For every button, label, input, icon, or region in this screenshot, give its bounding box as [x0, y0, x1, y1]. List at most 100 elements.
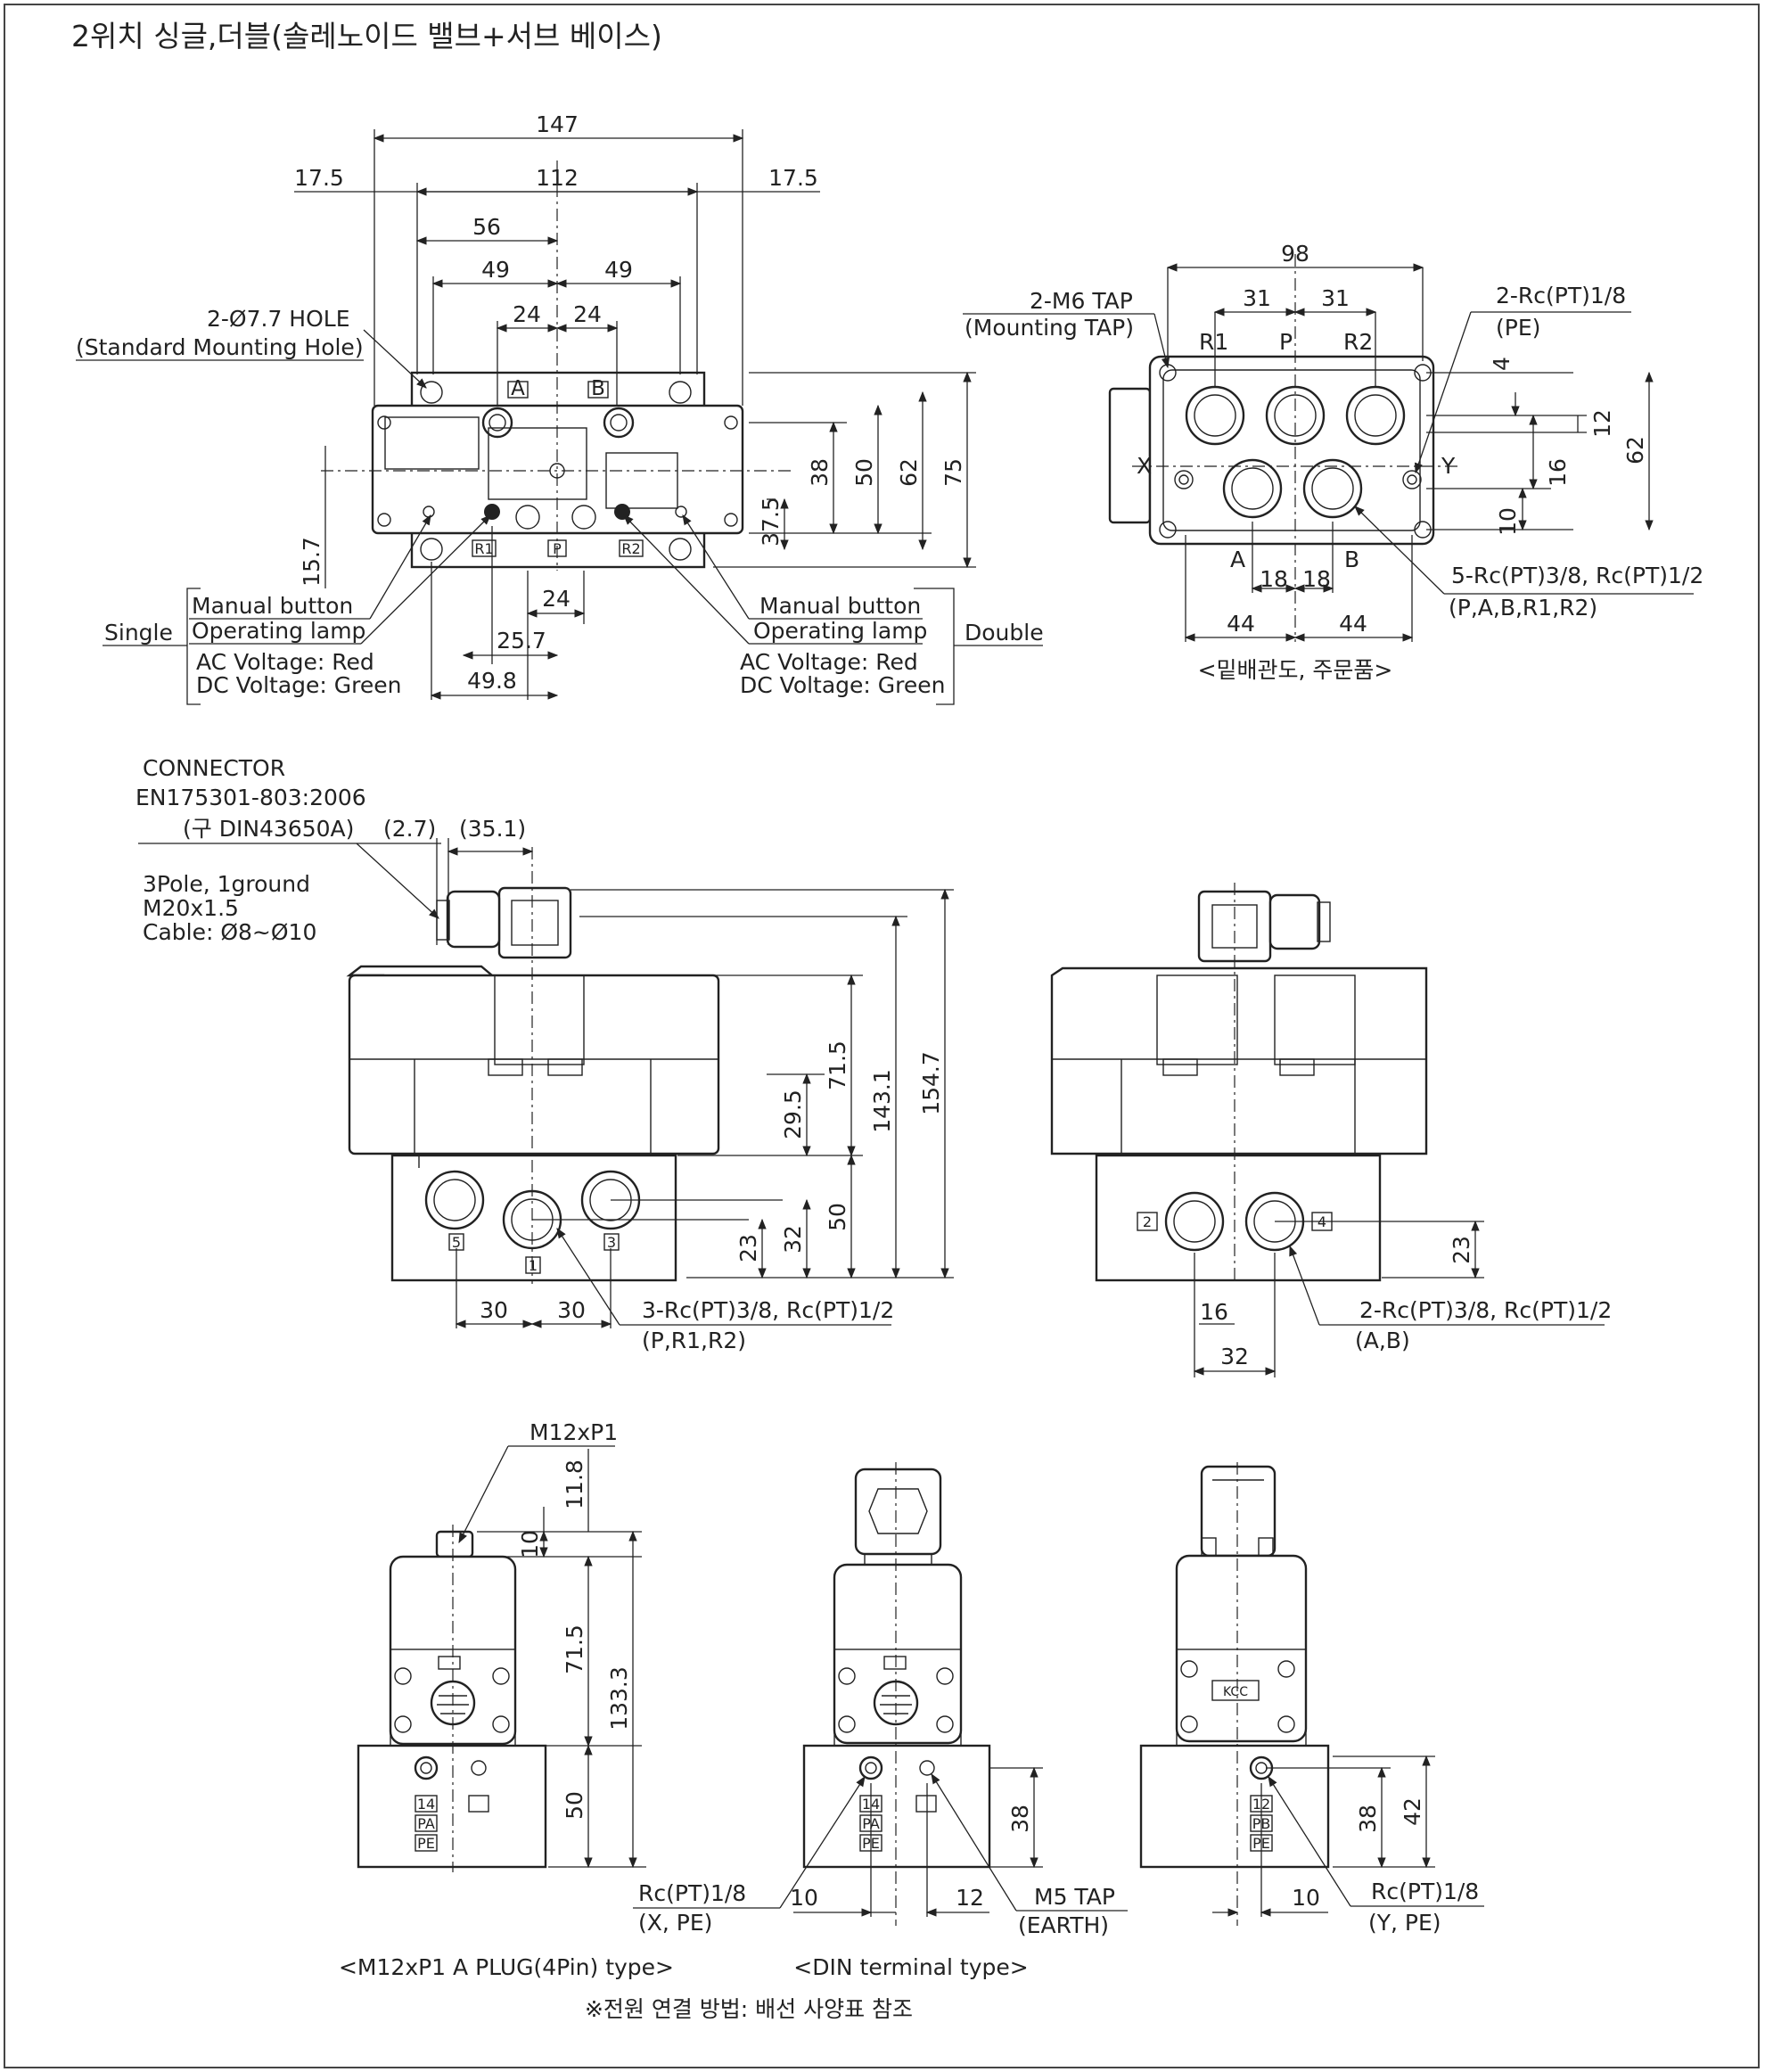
dim-49-left: 49: [481, 257, 510, 283]
pipe-dim-98: 98: [1281, 241, 1309, 267]
pipe-dim-12: 12: [1589, 409, 1615, 438]
front-port-note: 3-Rc(PT)3/8, Rc(PT)1/2: [642, 1297, 894, 1323]
top-view: A B R1 P R2 147 112 17.5 17.5 56 49 49 2…: [76, 111, 1044, 705]
m12-port-pa: PA: [417, 1815, 435, 1832]
cable-line-1: 3Pole, 1ground: [143, 871, 310, 897]
din-dim-10: 10: [790, 1885, 818, 1911]
dim-15-7: 15.7: [299, 537, 324, 587]
tap-label: 2-M6 TAP: [1030, 288, 1133, 314]
dim-24-right: 24: [573, 301, 602, 327]
hole-sublabel: (Standard Mounting Hole): [76, 334, 364, 360]
rear-dim-32: 32: [1220, 1344, 1249, 1369]
right-dim-42: 42: [1400, 1797, 1425, 1826]
front-dim-32: 32: [780, 1225, 806, 1254]
m12-port-14: 14: [417, 1796, 435, 1813]
bottom-piping-view: R1 P R2 X Y A B 98 31 31 4 12 16 10 62: [963, 241, 1703, 683]
single-lamp: Operating lamp: [192, 618, 365, 644]
pipe-dim-4: 4: [1489, 357, 1515, 371]
side-view-right: KCC 12 PB PE 38 42 10 Rc(PT)1/8 (Y, PE): [1139, 1462, 1484, 1936]
footer-note: ※전원 연결 방법: 배선 사양표 참조: [585, 1996, 913, 2022]
m12-dim-71-5: 71.5: [562, 1624, 587, 1674]
pipe-dim-10: 10: [1495, 507, 1521, 536]
cable-line-2: M20x1.5: [143, 895, 239, 921]
dim-24-left: 24: [513, 301, 541, 327]
ports-sublabel: (P,A,B,R1,R2): [1449, 595, 1597, 621]
single-manual: Manual button: [192, 593, 353, 619]
top-port-r1: R1: [474, 540, 493, 557]
right-note-sub: (Y, PE): [1368, 1910, 1441, 1936]
din-dim-38: 38: [1007, 1805, 1033, 1833]
dim-49-right: 49: [604, 257, 633, 283]
m12-port-pe: PE: [417, 1835, 435, 1852]
pipe-y: Y: [1441, 453, 1456, 479]
dim-37-5: 37.5: [758, 497, 784, 547]
din-left-note: Rc(PT)1/8: [638, 1880, 746, 1906]
double-lamp: Operating lamp: [753, 618, 927, 644]
connector-line-3: (구 DIN43650A): [183, 816, 354, 842]
rear-port-note-sub: (A,B): [1355, 1328, 1410, 1353]
m12-caption: <M12xP1 A PLUG(4Pin) type>: [339, 1954, 674, 1980]
cable-line-3: Cable: Ø8~Ø10: [143, 919, 316, 945]
dim-62: 62: [896, 458, 922, 487]
din-right-note: M5 TAP: [1034, 1884, 1115, 1910]
din-dim-12: 12: [956, 1885, 984, 1911]
m12-dim-133-3: 133.3: [606, 1666, 632, 1731]
m12-dim-50: 50: [562, 1791, 587, 1820]
double-dc: DC Voltage: Green: [740, 672, 946, 698]
dim-75: 75: [940, 458, 966, 487]
hole-label: 2-Ø7.7 HOLE: [207, 306, 350, 332]
front-dim-154-7: 154.7: [918, 1051, 944, 1115]
pipe-dim-18-right: 18: [1302, 566, 1331, 592]
double-label: Double: [965, 620, 1044, 645]
front-view: 5 1 3 CONNECTOR EN175301-803:2006 (구 DIN…: [135, 755, 954, 1353]
right-dim-10: 10: [1292, 1885, 1320, 1911]
top-port-r2: R2: [621, 540, 640, 557]
m12-dim-10: 10: [517, 1530, 543, 1558]
front-port-3: 3: [607, 1234, 616, 1251]
page-title: 2위치 싱글,더블(솔레노이드 밸브+서브 베이스): [71, 19, 662, 53]
pipe-x: X: [1137, 453, 1152, 479]
tap-sublabel: (Mounting TAP): [965, 315, 1134, 341]
front-dim-71-5: 71.5: [825, 1040, 850, 1090]
dim-147: 147: [536, 111, 579, 137]
right-logo: KCC: [1223, 1685, 1248, 1699]
single-dc: DC Voltage: Green: [196, 672, 402, 698]
front-dim-30-right: 30: [557, 1297, 586, 1323]
rear-dim-23: 23: [1449, 1236, 1474, 1264]
pipe-dim-31-right: 31: [1321, 285, 1350, 311]
dim-56: 56: [472, 214, 501, 240]
single-label: Single: [104, 620, 173, 645]
dim-49-8: 49.8: [467, 668, 517, 694]
front-port-1: 1: [529, 1257, 538, 1274]
front-dim-50: 50: [825, 1203, 850, 1231]
dim-112: 112: [536, 165, 579, 191]
front-dim-143-1: 143.1: [869, 1069, 895, 1133]
front-dim-23: 23: [735, 1234, 761, 1262]
single-ac: AC Voltage: Red: [196, 649, 374, 675]
pipe-dim-44-right: 44: [1339, 611, 1367, 637]
pipe-dim-44-left: 44: [1227, 611, 1255, 637]
top-port-a: A: [511, 377, 525, 400]
side-view-m12: 14 PA PE M12xP1 10 11.8 71.5 50 133.3 <M…: [339, 1419, 674, 1980]
page-border: [4, 4, 1760, 2068]
conn-dim-35-1: (35.1): [459, 816, 526, 842]
ports-label: 5-Rc(PT)3/8, Rc(PT)1/2: [1451, 563, 1703, 588]
double-manual: Manual button: [759, 593, 921, 619]
dim-50: 50: [851, 458, 877, 487]
m12-dim-11-8: 11.8: [562, 1459, 587, 1509]
right-note: Rc(PT)1/8: [1371, 1879, 1479, 1904]
din-caption: <DIN terminal type>: [793, 1954, 1028, 1980]
front-port-note-sub: (P,R1,R2): [642, 1328, 746, 1353]
side-view-din: 14 PA PE 38 10 12 Rc(PT)1/8 (X, PE) M5 T…: [633, 1462, 1128, 1980]
rear-dim-16: 16: [1200, 1299, 1228, 1325]
pipe-r2: R2: [1343, 329, 1373, 355]
front-port-5: 5: [452, 1234, 461, 1251]
pipe-b: B: [1344, 547, 1359, 572]
rear-port-2: 2: [1143, 1213, 1152, 1230]
pipe-r1: R1: [1199, 329, 1228, 355]
right-dim-38: 38: [1355, 1805, 1381, 1833]
m12-plug-label: M12xP1: [530, 1419, 618, 1445]
dim-24-bottom: 24: [542, 586, 571, 612]
rear-port-note: 2-Rc(PT)3/8, Rc(PT)1/2: [1359, 1297, 1612, 1323]
double-ac: AC Voltage: Red: [740, 649, 918, 675]
